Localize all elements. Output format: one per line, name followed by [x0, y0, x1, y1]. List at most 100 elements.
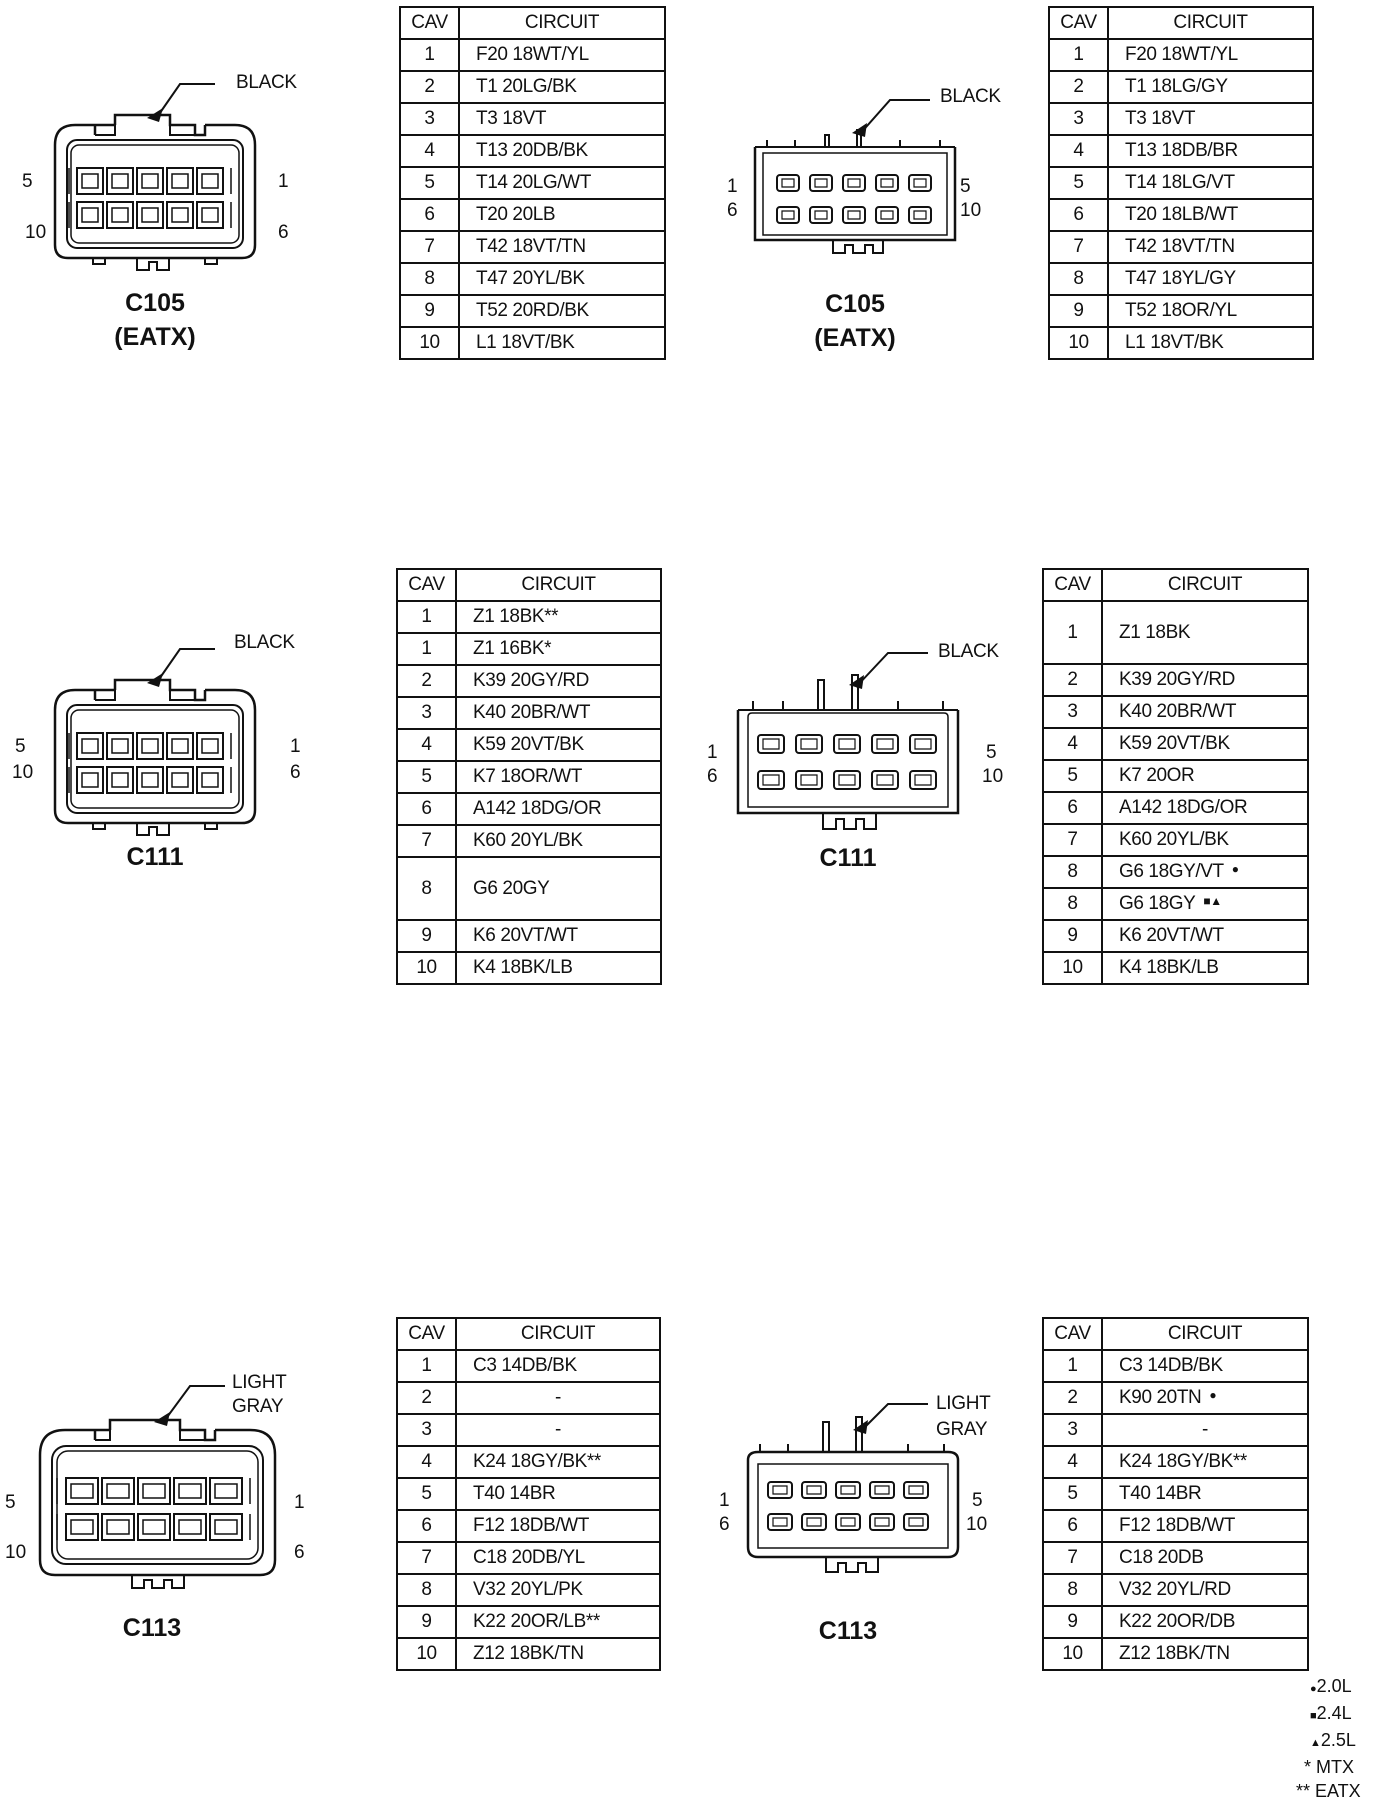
- cav-cell: 7: [1048, 230, 1109, 264]
- cav-cell: 3: [1048, 102, 1109, 136]
- cav-cell: 5: [399, 166, 460, 200]
- cav-cell: 7: [1042, 1541, 1103, 1575]
- circuit-text: T52 18OR/YL: [1125, 300, 1237, 321]
- circuit-text: C3 14DB/BK: [473, 1355, 577, 1376]
- circuit-cell: T40 14BR: [455, 1477, 661, 1511]
- circuit-text: K4 18BK/LB: [473, 957, 573, 978]
- circuit-text: K7 18OR/WT: [473, 766, 582, 787]
- legend-item: * MTX: [1304, 1757, 1355, 1777]
- circuit-cell: C3 14DB/BK: [455, 1349, 661, 1383]
- connector-name: C105: [125, 289, 185, 317]
- cav-header: CAV: [399, 6, 460, 40]
- connector-name: C105: [825, 290, 885, 318]
- circuit-cell: K24 18GY/BK**: [455, 1445, 661, 1479]
- cav-cell: 1: [1042, 1349, 1103, 1383]
- cav-cell: 8: [1042, 855, 1103, 889]
- circuit-text: K4 18BK/LB: [1119, 957, 1219, 978]
- circuit-text: K24 18GY/BK**: [473, 1451, 601, 1472]
- legend-item: ■2.4L: [1310, 1703, 1352, 1723]
- circuit-text: -: [1202, 1419, 1208, 1440]
- circuit-header: CIRCUIT: [455, 568, 662, 602]
- cav-header: CAV: [396, 1317, 457, 1351]
- circuit-text: K59 20VT/BK: [473, 734, 584, 755]
- circuit-cell: C18 20DB/YL: [455, 1541, 661, 1575]
- circuit-text: Z1 18BK**: [473, 606, 559, 627]
- table-row: 3-: [1042, 1413, 1309, 1447]
- circuit-text: G6 18GY/VT: [1119, 861, 1224, 882]
- circuit-cell: K59 20VT/BK: [1101, 727, 1309, 761]
- circuit-cell: T14 20LG/WT: [458, 166, 666, 200]
- circuit-cell: K39 20GY/RD: [1101, 663, 1309, 697]
- cav-cell: 2: [399, 70, 460, 104]
- color-label: GRAY: [936, 1419, 988, 1440]
- pin-number: 5: [22, 171, 33, 192]
- cav-cell: 7: [396, 1541, 457, 1575]
- engine-marker-icon: ■▲: [1203, 894, 1222, 908]
- color-label: BLACK: [938, 641, 999, 662]
- circuit-cell: C18 20DB: [1101, 1541, 1309, 1575]
- circuit-text: K60 20YL/BK: [1119, 829, 1229, 850]
- cav-cell: 1: [396, 632, 457, 666]
- pin-number: 5: [986, 742, 997, 763]
- pin-number: 5: [960, 176, 971, 197]
- circuit-header: CIRCUIT: [455, 1317, 661, 1351]
- cav-header: CAV: [396, 568, 457, 602]
- circuit-cell: Z12 18BK/TN: [1101, 1637, 1309, 1671]
- circuit-cell: -: [455, 1413, 661, 1447]
- circuit-text: T20 18LB/WT: [1125, 204, 1238, 225]
- color-label: BLACK: [236, 72, 297, 93]
- cav-cell: 2: [396, 1381, 457, 1415]
- pin-number: 10: [25, 222, 47, 243]
- circuit-text: T42 18VT/TN: [1125, 236, 1235, 257]
- cav-cell: 8: [1042, 1573, 1103, 1607]
- circuit-header: CIRCUIT: [1101, 1317, 1309, 1351]
- circuit-text: T52 20RD/BK: [476, 300, 589, 321]
- circuit-cell: K6 20VT/WT: [1101, 919, 1309, 953]
- cav-cell: 3: [1042, 1413, 1103, 1447]
- circuit-cell: K7 20OR: [1101, 759, 1309, 793]
- circuit-text: V32 20YL/PK: [473, 1579, 583, 1600]
- color-label: LIGHT: [936, 1393, 991, 1414]
- circuit-cell: K39 20GY/RD: [455, 664, 662, 698]
- circuit-text: K59 20VT/BK: [1119, 733, 1230, 754]
- circuit-text: T14 20LG/WT: [476, 172, 591, 193]
- pin-number: 10: [12, 762, 34, 783]
- circuit-text: K40 20BR/WT: [473, 702, 591, 723]
- cav-cell: 1: [396, 600, 457, 634]
- cav-cell: 7: [399, 230, 460, 264]
- circuit-cell: V32 20YL/RD: [1101, 1573, 1309, 1607]
- circuit-cell: K4 18BK/LB: [1101, 951, 1309, 985]
- circuit-cell: K40 20BR/WT: [455, 696, 662, 730]
- cav-cell: 3: [399, 102, 460, 136]
- circuit-text: K60 20YL/BK: [473, 830, 583, 851]
- circuit-cell: K60 20YL/BK: [1101, 823, 1309, 857]
- circuit-cell: K22 20OR/DB: [1101, 1605, 1309, 1639]
- cav-cell: 2: [1042, 1381, 1103, 1415]
- cav-cell: 10: [1042, 1637, 1103, 1671]
- cav-cell: 4: [396, 728, 457, 762]
- circuit-cell: F12 18DB/WT: [455, 1509, 661, 1543]
- circuit-text: F12 18DB/WT: [473, 1515, 589, 1536]
- cav-cell: 8: [396, 856, 457, 921]
- circuit-text: F12 18DB/WT: [1119, 1515, 1235, 1536]
